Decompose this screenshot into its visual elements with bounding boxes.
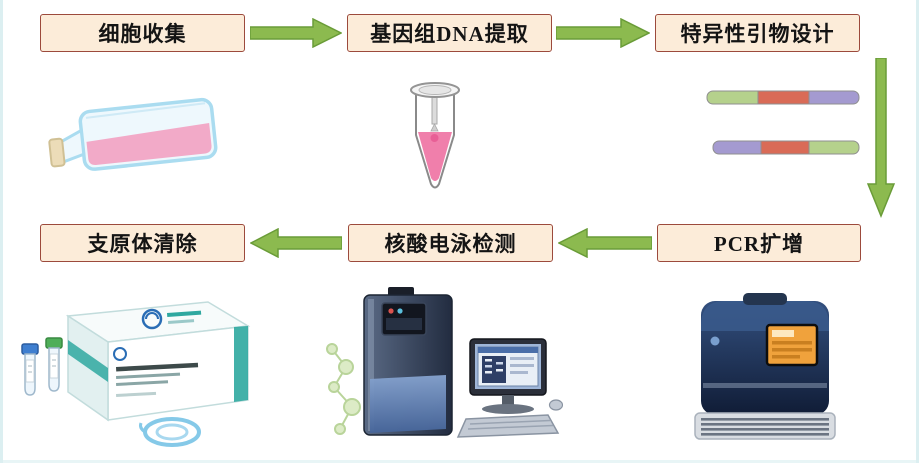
- arrow-down-icon: [866, 57, 896, 218]
- step-label-pcr: PCR扩增: [713, 232, 805, 256]
- dna-extraction-tube-illustration: [398, 80, 473, 200]
- step-label-cell-collection: 细胞收集: [98, 22, 187, 46]
- step-label-mycoplasma-removal: 支原体清除: [87, 232, 198, 256]
- pcr-thermal-cycler-illustration: [683, 283, 843, 448]
- primer-bars-illustration: [705, 85, 865, 165]
- step-label-electrophoresis: 核酸电泳检测: [384, 232, 517, 256]
- step-box-cell-collection: 细胞收集: [40, 14, 245, 52]
- step-label-primer-design: 特异性引物设计: [680, 22, 835, 46]
- arrow-right-1-icon: [249, 17, 343, 49]
- arrow-left-1-icon: [557, 227, 653, 259]
- electrophoresis-system-illustration: [318, 287, 564, 452]
- mycoplasma-removal-kit-illustration: [12, 282, 257, 457]
- step-label-dna-extraction: 基因组DNA提取: [370, 22, 529, 46]
- step-box-dna-extraction: 基因组DNA提取: [347, 14, 552, 52]
- step-box-primer-design: 特异性引物设计: [655, 14, 860, 52]
- step-box-pcr: PCR扩增: [657, 224, 861, 262]
- arrow-right-2-icon: [555, 17, 651, 49]
- arrow-left-2-icon: [249, 227, 343, 259]
- step-box-mycoplasma-removal: 支原体清除: [40, 224, 245, 262]
- cell-culture-flask-illustration: [48, 85, 218, 185]
- step-box-electrophoresis: 核酸电泳检测: [348, 224, 553, 262]
